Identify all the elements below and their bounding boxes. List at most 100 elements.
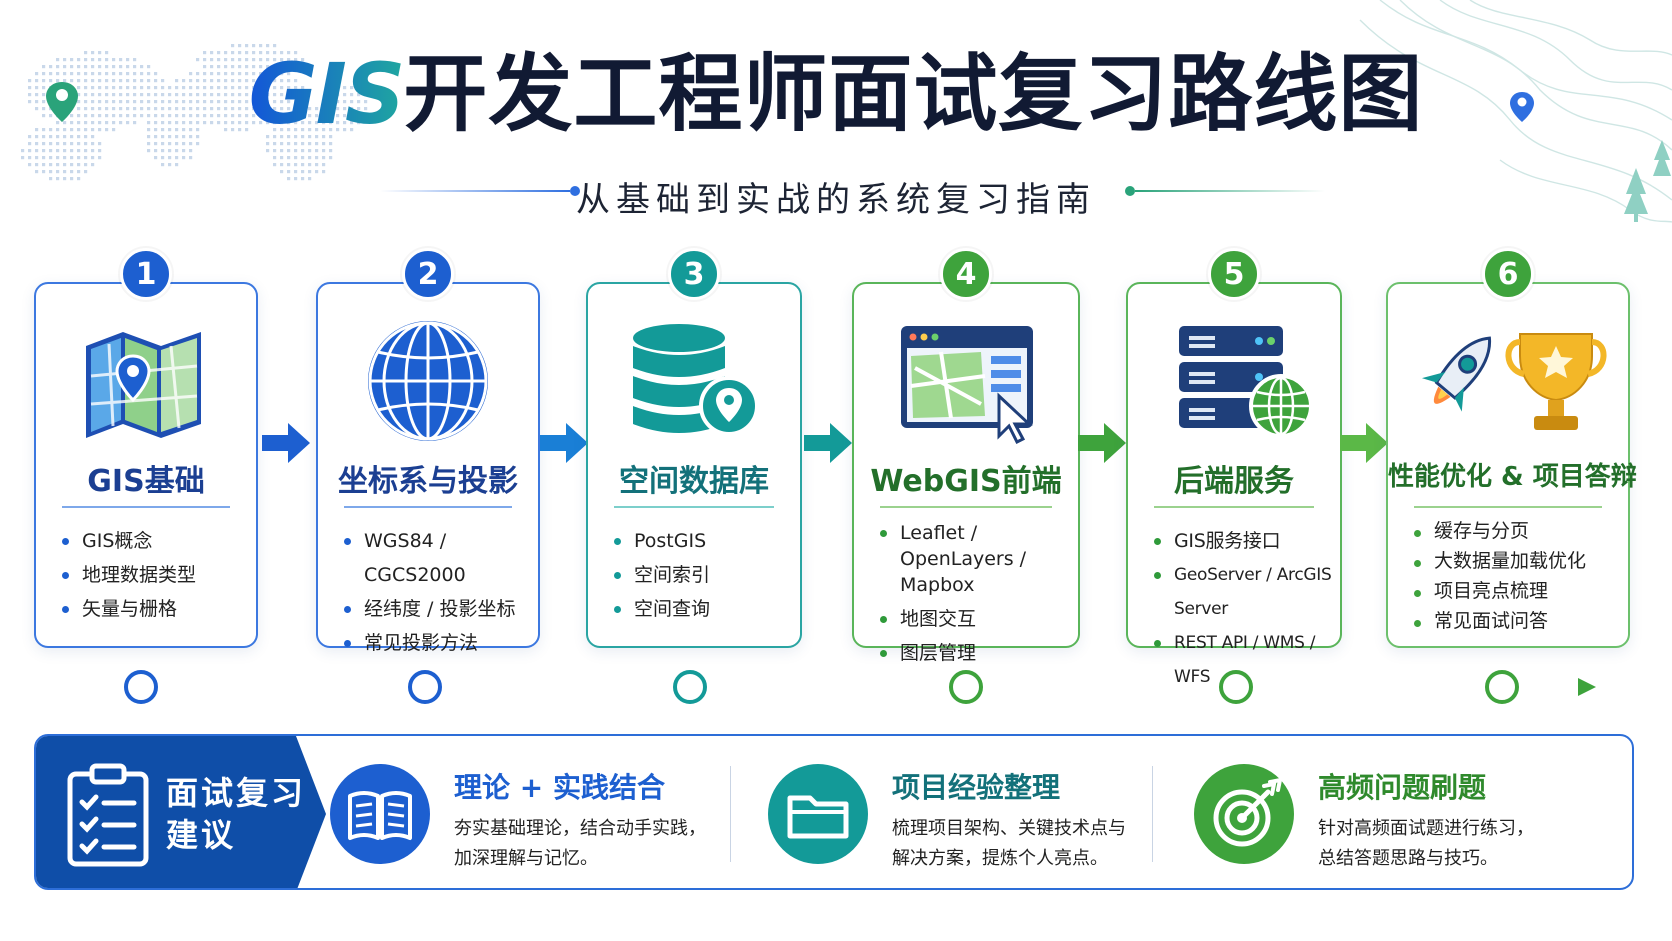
map-dot: [154, 128, 158, 132]
list-item: 常见投影方法: [340, 626, 530, 660]
map-dot: [168, 149, 172, 153]
map-dot: [203, 86, 207, 90]
map-dot: [133, 58, 137, 62]
map-dot: [84, 121, 88, 125]
map-dot: [84, 163, 88, 167]
map-dot: [308, 170, 312, 174]
map-dot: [238, 72, 242, 76]
list-item: 空间索引: [610, 558, 792, 592]
map-dot: [350, 114, 354, 118]
map-dot: [203, 58, 207, 62]
map-dot: [350, 100, 354, 104]
map-dot: [224, 79, 228, 83]
map-dot: [42, 135, 46, 139]
map-dot: [287, 79, 291, 83]
map-dot: [112, 86, 116, 90]
map-dot: [315, 107, 319, 111]
map-dot: [133, 121, 137, 125]
map-dot: [287, 121, 291, 125]
map-dot: [217, 107, 221, 111]
map-dot: [224, 114, 228, 118]
map-dot: [154, 149, 158, 153]
map-dot: [56, 58, 60, 62]
map-dot: [175, 107, 179, 111]
map-dot: [133, 72, 137, 76]
map-dot: [84, 170, 88, 174]
map-dot: [294, 79, 298, 83]
map-dot: [245, 44, 249, 48]
map-dot: [231, 107, 235, 111]
map-dot: [266, 114, 270, 118]
map-dot: [105, 100, 109, 104]
map-dot: [147, 72, 151, 76]
map-dot: [266, 149, 270, 153]
map-dot: [343, 93, 347, 97]
map-dot: [301, 149, 305, 153]
map-dot: [224, 58, 228, 62]
map-dot: [280, 51, 284, 55]
map-dot: [189, 121, 193, 125]
map-dot: [217, 79, 221, 83]
subtitle-line-left: [380, 190, 570, 192]
map-dot: [329, 135, 333, 139]
list-item: REST API / WMS / WFS: [1150, 626, 1332, 694]
map-dot: [91, 93, 95, 97]
step-number-badge: 2: [402, 248, 454, 300]
map-dot: [273, 163, 277, 167]
map-dot: [84, 142, 88, 146]
map-dot: [147, 121, 151, 125]
map-dot: [238, 44, 242, 48]
map-dot: [91, 72, 95, 76]
map-dot: [98, 114, 102, 118]
map-dot: [329, 121, 333, 125]
map-dot: [259, 51, 263, 55]
map-dot: [168, 86, 172, 90]
list-item: 缓存与分页: [1410, 516, 1620, 546]
map-dot: [105, 79, 109, 83]
tip-description-line: 针对高频面试题进行练习，: [1318, 818, 1534, 839]
map-dot: [49, 142, 53, 146]
map-dot: [28, 93, 32, 97]
map-dot: [189, 79, 193, 83]
map-dot: [182, 107, 186, 111]
map-dot: [70, 58, 74, 62]
map-dot: [77, 177, 81, 181]
map-dot: [287, 156, 291, 160]
map-dot: [70, 142, 74, 146]
map-dot: [56, 128, 60, 132]
map-dot: [252, 65, 256, 69]
web-map-window-icon: [901, 326, 1033, 445]
map-dot: [147, 149, 151, 153]
map-dot: [287, 58, 291, 62]
map-dot: [224, 51, 228, 55]
map-dot: [175, 135, 179, 139]
map-dot: [98, 156, 102, 160]
map-dot: [259, 121, 263, 125]
map-dot: [245, 107, 249, 111]
world-map-decoration: [21, 44, 368, 181]
map-dot: [294, 51, 298, 55]
map-dot: [35, 149, 39, 153]
map-dot: [21, 149, 25, 153]
map-dot: [119, 65, 123, 69]
subtitle-dot-left: [570, 186, 580, 196]
step-number-badge: 3: [668, 248, 720, 300]
map-dot: [203, 79, 207, 83]
list-item: 项目亮点梳理: [1410, 576, 1620, 606]
map-dot: [189, 156, 193, 160]
map-dot: [56, 72, 60, 76]
map-dot: [287, 149, 291, 153]
map-dot: [231, 93, 235, 97]
map-dot: [294, 86, 298, 90]
map-dot: [210, 107, 214, 111]
map-dot: [49, 163, 53, 167]
map-dot: [77, 163, 81, 167]
map-dot: [336, 121, 340, 125]
server-globe-icon: [1179, 326, 1313, 438]
map-dot: [84, 79, 88, 83]
map-dot: [336, 128, 340, 132]
map-dot: [133, 65, 137, 69]
map-dot: [77, 156, 81, 160]
map-dot: [154, 93, 158, 97]
map-dot: [280, 170, 284, 174]
